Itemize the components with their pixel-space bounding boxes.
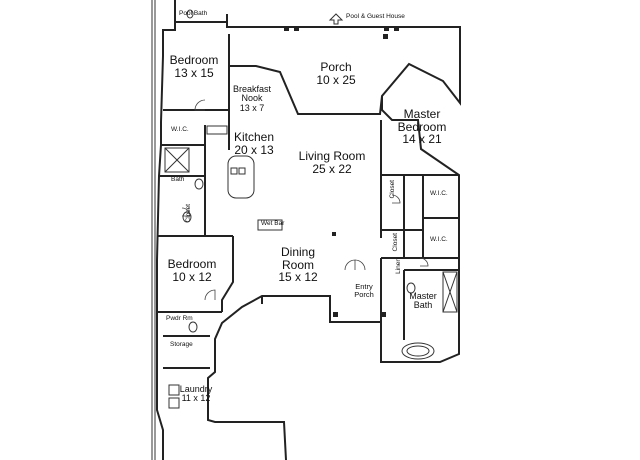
wet-bar-counter xyxy=(257,219,283,231)
door-swing-icon xyxy=(419,257,429,267)
pool-bath-label: Pool Bath xyxy=(179,10,208,17)
toilet-icon xyxy=(188,321,198,333)
master-bath-label: Master Bath xyxy=(409,291,437,311)
storage-label: Storage xyxy=(170,341,193,348)
interior-wall xyxy=(221,236,234,312)
linen-label: Linen xyxy=(395,258,402,274)
wic-right-top-label: W.I.C. xyxy=(430,190,448,197)
dryer-icon xyxy=(168,397,180,409)
toilet-icon xyxy=(186,9,194,19)
bathtub-icon xyxy=(406,345,430,357)
door-swing-icon xyxy=(194,99,206,111)
exterior-wall xyxy=(207,14,461,460)
entry-door-icon xyxy=(344,259,356,271)
wic-left-label: W.I.C. xyxy=(171,126,189,133)
door-swing-icon xyxy=(391,194,401,204)
washer-icon xyxy=(168,384,180,396)
column-post xyxy=(384,26,389,31)
column-post xyxy=(332,232,336,236)
column-post xyxy=(394,26,399,31)
toilet-icon xyxy=(406,282,416,294)
kitchen-island xyxy=(227,155,255,199)
wet-bar-label: Wet Bar xyxy=(261,220,285,227)
door-swing-icon xyxy=(204,289,216,301)
up-arrow-icon xyxy=(328,13,344,25)
toilet-icon xyxy=(182,211,192,223)
shower-icon xyxy=(442,271,458,313)
column-post xyxy=(284,26,289,31)
closet-mid-label: Closet xyxy=(389,180,396,199)
column-post xyxy=(383,34,388,39)
interior-wall xyxy=(229,65,383,115)
pool-guest-house-label: Pool & Guest House xyxy=(346,13,405,20)
door-swing-icon xyxy=(181,207,191,217)
column-post xyxy=(333,312,338,317)
bath-label: Bath xyxy=(171,176,185,183)
column-post xyxy=(294,26,299,31)
entry-door-icon xyxy=(354,259,366,271)
kitchen-counter xyxy=(206,125,228,135)
closet-lower-label: Closet xyxy=(392,233,399,252)
column-post xyxy=(381,312,386,317)
toilet-icon xyxy=(194,178,204,190)
wic-right-bottom-label: W.I.C. xyxy=(430,236,448,243)
entry-porch-label: Entry Porch xyxy=(354,282,374,299)
pwdr-rm-label: Pwdr Rm xyxy=(166,315,193,322)
shower-icon xyxy=(164,147,190,173)
closet-left-label: Closet xyxy=(185,204,192,223)
sink-icon xyxy=(238,167,246,175)
sink-icon xyxy=(230,167,238,175)
